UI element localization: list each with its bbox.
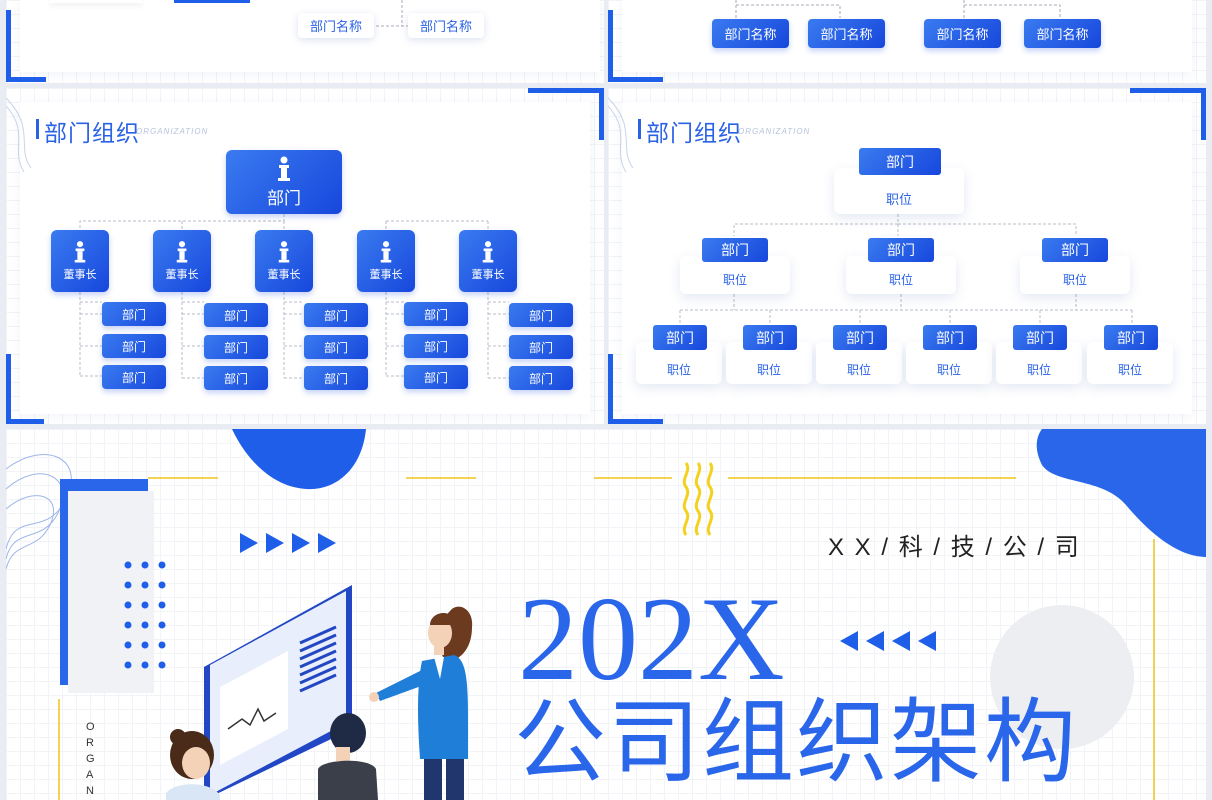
slide-org-icons[interactable]: 部门组织 ORGANIZATION 部门 董事长 董事长 董事长 董事长 董事长…	[6, 88, 604, 424]
node-label: 部门	[267, 188, 301, 208]
root-dept-node[interactable]: 部门	[226, 150, 342, 214]
slide-cover[interactable]: X X / 科 / 技 / 公 / 司 202X 公司组织架构 ORGAN	[6, 429, 1206, 800]
dept-head-node[interactable]: 部门	[1042, 238, 1108, 262]
slide-org-positions[interactable]: 部门组织 ORGANIZATION 职位 部门 职位 部门 职位 部门 职位 部…	[608, 88, 1206, 424]
slide-top-left[interactable]: 部门名称 部门名称	[6, 0, 604, 83]
dept-name-node[interactable]: 部门名称	[298, 13, 374, 38]
dept-head-node[interactable]: 部门	[743, 325, 797, 350]
dept-head-node[interactable]: 部门	[1013, 325, 1067, 350]
chairman-node[interactable]: 董事长	[255, 230, 313, 292]
dept-node[interactable]: 部门	[204, 303, 268, 327]
cover-year: 202X	[518, 572, 785, 705]
dept-node[interactable]: 部门	[404, 334, 468, 358]
cover-title: 公司组织架构	[514, 692, 1079, 794]
position-label: 职位	[885, 192, 912, 207]
dept-head-node[interactable]: 部门	[859, 148, 941, 175]
node-label: 董事长	[63, 269, 97, 281]
dept-head-node[interactable]: 部门	[1104, 325, 1158, 350]
dept-node[interactable]: 部门	[509, 366, 573, 390]
dept-name-node[interactable]: 部门名称	[712, 19, 789, 48]
partial-blue-node	[174, 0, 250, 3]
dept-node[interactable]: 部门	[404, 365, 468, 389]
dept-node[interactable]: 部门	[509, 335, 573, 359]
dept-head-node[interactable]: 部门	[833, 325, 887, 350]
position-label: 职位	[888, 273, 913, 287]
swirl-decoration	[6, 97, 32, 173]
dept-name-node[interactable]: 部门名称	[924, 19, 1001, 48]
position-label: 职位	[722, 273, 747, 287]
swirl-decoration	[608, 97, 634, 173]
dept-node[interactable]: 部门	[509, 303, 573, 327]
corner-decoration-top	[528, 88, 604, 140]
dept-name-node[interactable]: 部门名称	[408, 13, 484, 38]
dept-head-node[interactable]: 部门	[653, 325, 707, 350]
company-name: X X / 科 / 技 / 公 / 司	[828, 534, 1081, 561]
connector-lines	[79, 214, 509, 379]
connector-lines	[376, 0, 412, 27]
position-card[interactable]: 职位	[1020, 256, 1130, 294]
dept-node[interactable]: 部门	[304, 303, 368, 327]
vertical-label: ORGAN	[86, 721, 103, 797]
position-card[interactable]: 职位	[834, 168, 964, 214]
cover-decorations	[6, 429, 1206, 800]
position-label: 职位	[666, 363, 691, 377]
connector-lines	[679, 214, 1133, 324]
dept-node[interactable]: 部门	[102, 334, 166, 358]
dept-node[interactable]: 部门	[304, 366, 368, 390]
dept-name-node[interactable]: 部门名称	[808, 19, 885, 48]
position-card[interactable]: 职位	[636, 342, 722, 384]
position-label: 职位	[1117, 363, 1142, 377]
connector-lines	[735, 0, 1061, 18]
chairman-node[interactable]: 董事长	[51, 230, 109, 292]
podium-icon	[482, 241, 494, 263]
chairman-node[interactable]: 董事长	[459, 230, 517, 292]
podium-icon	[176, 241, 188, 263]
position-card[interactable]: 职位	[846, 256, 956, 294]
position-card[interactable]: 职位	[680, 256, 790, 294]
dept-head-node[interactable]: 部门	[923, 325, 977, 350]
slide-subtitle: ORGANIZATION	[738, 127, 811, 136]
dept-node[interactable]: 部门	[204, 335, 268, 359]
podium-icon	[74, 241, 86, 263]
podium-icon	[380, 241, 392, 263]
partial-node	[50, 0, 142, 3]
position-label: 职位	[1062, 273, 1087, 287]
slide-subtitle: ORGANIZATION	[136, 127, 209, 136]
dept-head-node[interactable]: 部门	[702, 238, 768, 262]
podium-icon	[278, 156, 290, 181]
chairman-node[interactable]: 董事长	[153, 230, 211, 292]
dept-node[interactable]: 部门	[102, 302, 166, 326]
node-label: 董事长	[471, 269, 505, 281]
dept-head-node[interactable]: 部门	[868, 238, 934, 262]
corner-decoration	[6, 10, 46, 82]
corner-decoration	[608, 10, 663, 82]
position-label: 职位	[936, 363, 961, 377]
dept-node[interactable]: 部门	[404, 302, 468, 326]
podium-icon	[278, 241, 290, 263]
corner-decoration-bottom	[608, 354, 663, 424]
node-label: 董事长	[267, 269, 301, 281]
slide-title: 部门组织	[638, 114, 742, 148]
dept-node[interactable]: 部门	[204, 366, 268, 390]
position-label: 职位	[846, 363, 871, 377]
slide-top-right[interactable]: 部门名称 部门名称 部门名称 部门名称	[608, 0, 1206, 83]
position-label: 职位	[756, 363, 781, 377]
corner-decoration-top	[1130, 88, 1206, 140]
slide-title: 部门组织	[36, 114, 140, 148]
position-label: 职位	[1026, 363, 1051, 377]
corner-decoration-bottom	[6, 354, 44, 424]
node-label: 董事长	[165, 269, 199, 281]
dept-node[interactable]: 部门	[304, 335, 368, 359]
chairman-node[interactable]: 董事长	[357, 230, 415, 292]
dept-node[interactable]: 部门	[102, 365, 166, 389]
node-label: 董事长	[369, 269, 403, 281]
dept-name-node[interactable]: 部门名称	[1024, 19, 1101, 48]
